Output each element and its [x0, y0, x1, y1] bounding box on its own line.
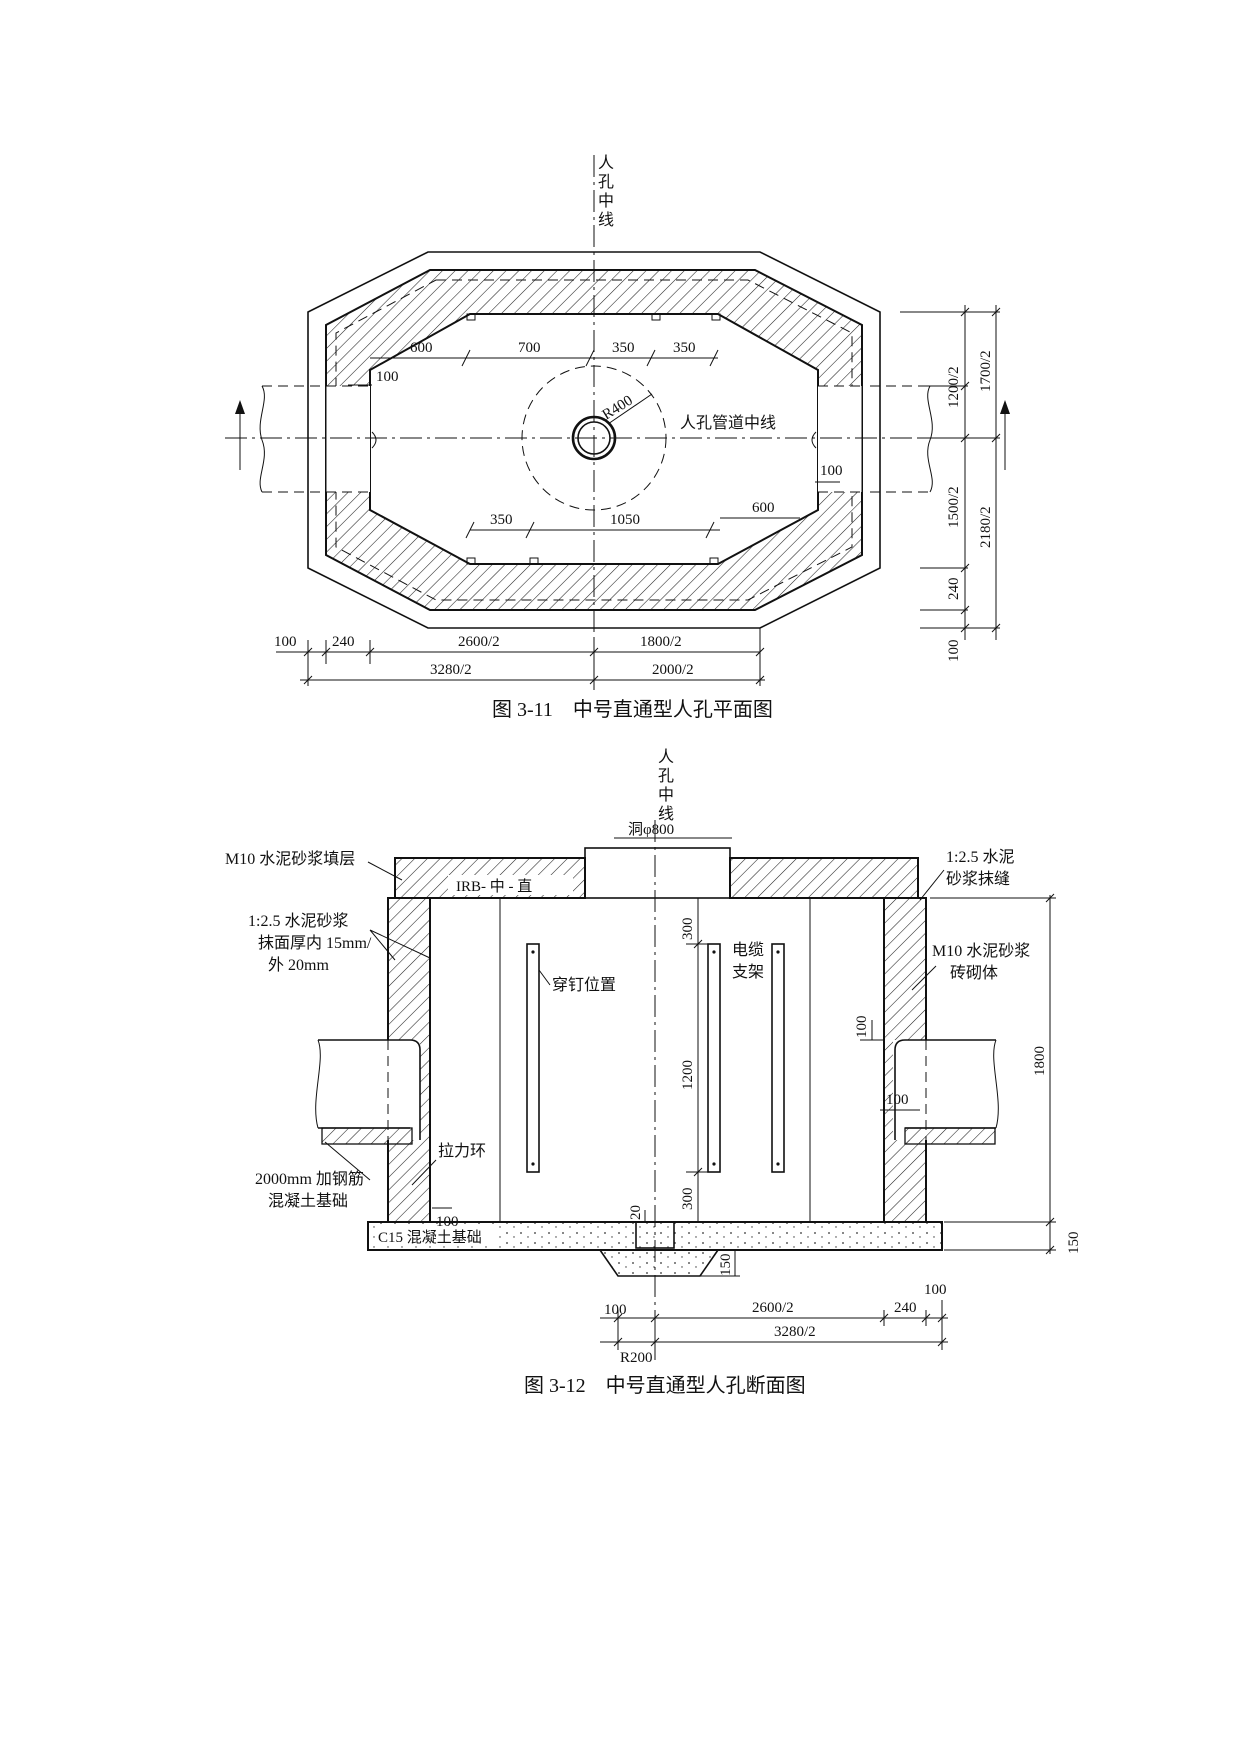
svg-text:1800: 1800	[1032, 1046, 1048, 1076]
svg-text:2600/2: 2600/2	[458, 634, 500, 650]
svg-text:M10 水泥砂浆: M10 水泥砂浆	[932, 942, 1030, 960]
section-view: IRB- 中 - 直 洞φ800 C15 混凝土基础	[225, 748, 1082, 1397]
nail-position-bar	[526, 943, 540, 1173]
svg-text:700: 700	[518, 340, 541, 356]
svg-text:1200: 1200	[680, 1060, 696, 1090]
svg-text:100: 100	[886, 1092, 909, 1108]
svg-text:300: 300	[680, 918, 696, 941]
plan-view: R400 人孔中线 人孔管道中线 600 700 350 350 100 100	[225, 154, 1010, 721]
hole-label: 洞φ800	[628, 821, 674, 838]
svg-text:350: 350	[490, 512, 513, 528]
sump-pit	[598, 1249, 720, 1277]
svg-text:20: 20	[628, 1205, 644, 1220]
svg-text:100: 100	[274, 634, 297, 650]
plan-centerline-text: 人孔中线	[598, 154, 614, 229]
svg-text:穿钉位置: 穿钉位置	[552, 976, 616, 994]
svg-text:混凝土基础: 混凝土基础	[268, 1192, 348, 1210]
section-inner-vertical-dims	[620, 898, 740, 1277]
plan-caption: 图 3-11 中号直通型人孔平面图	[492, 698, 773, 721]
plan-bottom-dims	[276, 628, 765, 686]
svg-text:100: 100	[820, 463, 843, 479]
svg-text:M10 水泥砂浆填层: M10 水泥砂浆填层	[225, 850, 355, 868]
plan-bracket-marks	[371, 313, 817, 565]
left-pipe-base	[321, 1127, 413, 1145]
svg-text:350: 350	[673, 340, 696, 356]
svg-text:1050: 1050	[610, 512, 640, 528]
svg-text:1800/2: 1800/2	[640, 634, 682, 650]
section-bottom-dims	[600, 1300, 948, 1350]
svg-text:拉力环: 拉力环	[438, 1142, 486, 1160]
svg-text:100: 100	[376, 369, 399, 385]
plan-radius-label: R400	[600, 393, 636, 424]
cable-bracket-right	[771, 943, 785, 1173]
right-pipe-base	[904, 1127, 996, 1145]
section-caption: 图 3-12 中号直通型人孔断面图	[524, 1374, 806, 1397]
svg-text:砖砌体: 砖砌体	[950, 964, 998, 982]
svg-text:150: 150	[1066, 1232, 1082, 1255]
svg-text:1:2.5 水泥砂浆: 1:2.5 水泥砂浆	[248, 912, 348, 930]
svg-text:砂浆抹缝: 砂浆抹缝	[946, 870, 1010, 888]
svg-text:100: 100	[854, 1016, 870, 1039]
svg-text:2180/2: 2180/2	[978, 506, 994, 548]
plan-top-dims	[348, 349, 719, 386]
section-centerline-text: 人孔中线	[658, 748, 674, 823]
svg-text:2000mm 加钢筋: 2000mm 加钢筋	[255, 1170, 364, 1188]
cable-bracket-left	[707, 943, 721, 1173]
hole-opening	[584, 847, 731, 899]
irb-label: IRB- 中 - 直	[456, 878, 532, 895]
svg-text:3280/2: 3280/2	[430, 662, 472, 678]
svg-text:2000/2: 2000/2	[652, 662, 694, 678]
svg-text:2600/2: 2600/2	[752, 1300, 794, 1316]
section-centerline-label: 人孔中线	[658, 748, 674, 823]
svg-text:外 20mm: 外 20mm	[268, 956, 329, 974]
plan-pipe-centerline-label: 人孔管道中线	[680, 414, 776, 432]
svg-text:240: 240	[946, 578, 962, 601]
svg-text:240: 240	[332, 634, 355, 650]
svg-text:R200: R200	[620, 1350, 653, 1366]
svg-text:电缆: 电缆	[732, 941, 764, 959]
svg-text:1:2.5 水泥: 1:2.5 水泥	[946, 848, 1014, 866]
plan-right-dims	[900, 305, 1001, 640]
svg-text:100: 100	[946, 640, 962, 663]
svg-text:1500/2: 1500/2	[946, 486, 962, 528]
svg-text:1200/2: 1200/2	[946, 366, 962, 408]
svg-text:支架: 支架	[732, 963, 764, 981]
svg-text:600: 600	[752, 500, 775, 516]
svg-text:3280/2: 3280/2	[774, 1324, 816, 1340]
svg-text:100: 100	[436, 1214, 459, 1230]
c15-label: C15 混凝土基础	[378, 1229, 482, 1246]
svg-text:100: 100	[924, 1282, 947, 1298]
svg-text:350: 350	[612, 340, 635, 356]
section-wall-dims	[432, 1020, 920, 1209]
svg-text:抹面厚内 15mm/: 抹面厚内 15mm/	[258, 934, 372, 952]
plan-bottom-inner-dims	[465, 517, 800, 539]
svg-text:300: 300	[680, 1188, 696, 1211]
svg-text:600: 600	[410, 340, 433, 356]
plan-centerline-label: 人孔中线	[598, 154, 614, 229]
svg-text:100: 100	[604, 1302, 627, 1318]
section-right-dims	[930, 893, 1056, 1255]
svg-text:1700/2: 1700/2	[978, 350, 994, 392]
svg-text:150: 150	[718, 1254, 734, 1277]
svg-text:240: 240	[894, 1300, 917, 1316]
